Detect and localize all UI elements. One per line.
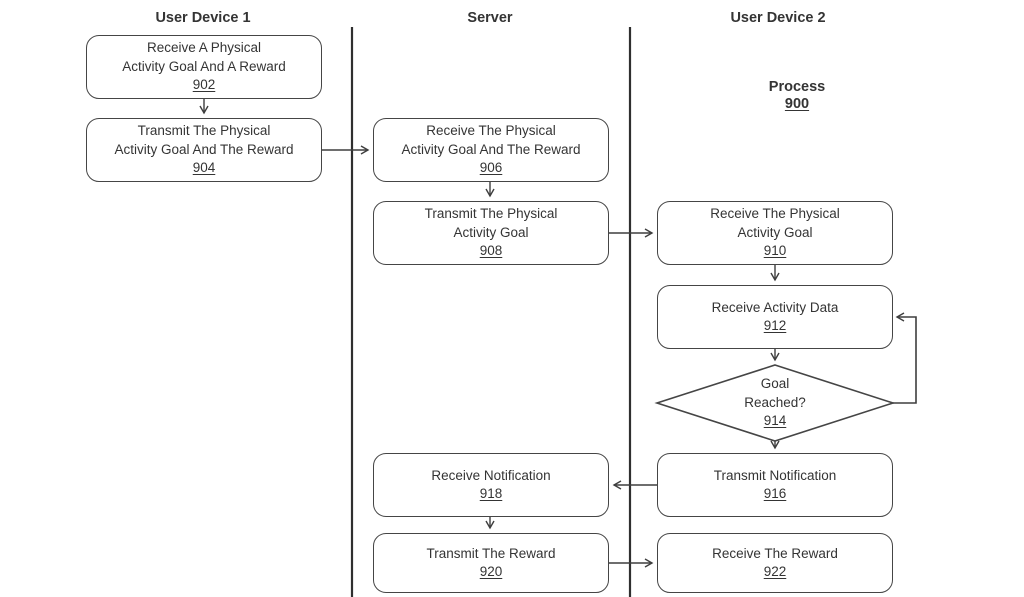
node-line: Receive Notification bbox=[431, 467, 551, 483]
flow-node-902: Receive A Physical Activity Goal And A R… bbox=[86, 35, 322, 99]
flow-node-920: Transmit The Reward 920 bbox=[373, 533, 609, 593]
node-ref: 922 bbox=[763, 564, 787, 579]
node-ref: 912 bbox=[763, 318, 787, 333]
lane-header-server: Server bbox=[467, 10, 513, 26]
node-line: Goal bbox=[760, 376, 790, 392]
node-ref: 918 bbox=[479, 486, 503, 501]
node-line: Receive The Reward bbox=[712, 545, 838, 561]
node-line: Receive A Physical bbox=[146, 40, 262, 56]
loop-arrow-914-to-912 bbox=[893, 312, 917, 404]
flow-node-918: Receive Notification 918 bbox=[373, 453, 609, 517]
flow-node-916: Transmit Notification 916 bbox=[657, 453, 893, 517]
flow-node-922: Receive The Reward 922 bbox=[657, 533, 893, 593]
process-ref: 900 bbox=[784, 96, 810, 112]
flow-node-912: Receive Activity Data 912 bbox=[657, 285, 893, 349]
node-ref: 910 bbox=[763, 243, 787, 259]
node-line: Receive Activity Data bbox=[711, 299, 839, 315]
lane-header-user-device-2: User Device 2 bbox=[730, 10, 826, 26]
process-title: Process 900 bbox=[769, 79, 825, 113]
node-line: Transmit The Reward bbox=[426, 545, 556, 561]
node-line: Transmit The Physical bbox=[424, 206, 558, 222]
node-ref: 920 bbox=[479, 564, 503, 579]
node-line: Transmit The Physical bbox=[137, 123, 271, 139]
node-ref: 904 bbox=[192, 160, 216, 176]
node-ref: 902 bbox=[192, 77, 216, 93]
node-ref: 908 bbox=[479, 243, 503, 259]
flow-node-910: Receive The Physical Activity Goal 910 bbox=[657, 201, 893, 265]
node-line: Receive The Physical bbox=[426, 123, 556, 139]
node-line: Receive The Physical bbox=[710, 206, 840, 222]
lane-header-user-device-1: User Device 1 bbox=[155, 10, 251, 26]
node-ref: 916 bbox=[763, 486, 787, 501]
node-ref: 906 bbox=[479, 160, 503, 176]
flow-node-904: Transmit The Physical Activity Goal And … bbox=[86, 118, 322, 182]
node-ref: 914 bbox=[763, 413, 787, 429]
node-line: Activity Goal And The Reward bbox=[114, 141, 294, 157]
process-title-text: Process bbox=[768, 79, 826, 95]
node-line: Reached? bbox=[744, 394, 806, 410]
node-line: Activity Goal bbox=[737, 224, 813, 240]
decision-label-914: Goal Reached? 914 bbox=[657, 367, 893, 439]
flow-node-906: Receive The Physical Activity Goal And T… bbox=[373, 118, 609, 182]
node-line: Activity Goal And The Reward bbox=[401, 141, 581, 157]
flow-node-908: Transmit The Physical Activity Goal 908 bbox=[373, 201, 609, 265]
node-line: Activity Goal And A Reward bbox=[122, 58, 286, 74]
node-line: Activity Goal bbox=[453, 224, 529, 240]
node-line: Transmit Notification bbox=[713, 467, 837, 483]
